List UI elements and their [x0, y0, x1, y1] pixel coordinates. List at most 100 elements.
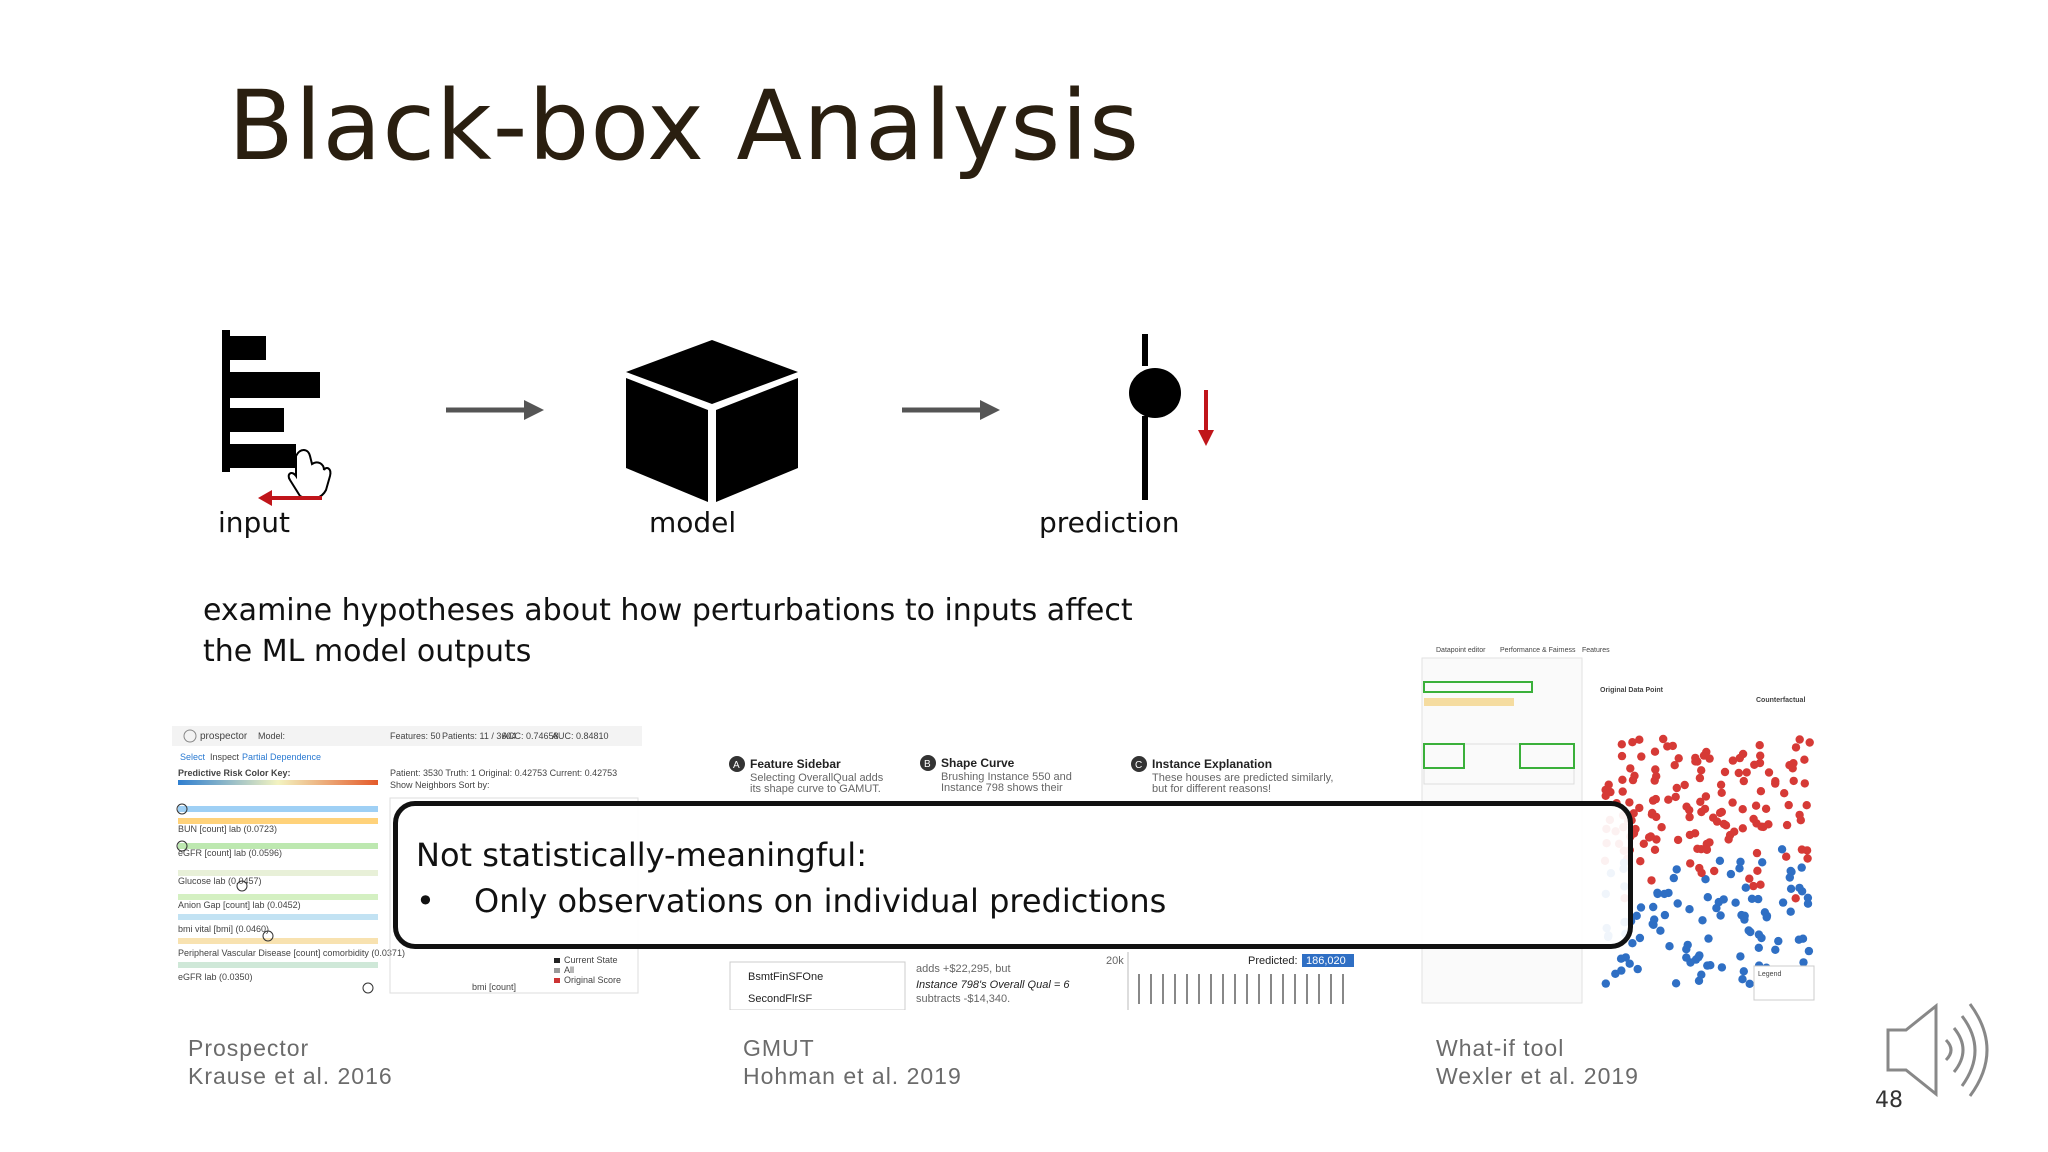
datapoint: [1697, 845, 1706, 854]
datapoint: [1749, 881, 1758, 891]
datapoint: [1618, 787, 1627, 796]
speaker-icon[interactable]: [1884, 1000, 2004, 1100]
datapoint: [1751, 801, 1761, 810]
datapoint: [1747, 894, 1757, 903]
datapoint: [1789, 776, 1798, 786]
svg-text:Instance 798's Overall Qual =: Instance 798's Overall Qual = 6: [916, 979, 1070, 991]
datapoint: [1791, 894, 1800, 903]
reference-prospector: Prospector Krause et al. 2016: [188, 1034, 393, 1090]
datapoint: [1730, 827, 1739, 836]
datapoint: [1647, 876, 1656, 885]
datapoint: [1802, 801, 1811, 810]
datapoint: [1606, 787, 1615, 797]
svg-text:eGFR [count] lab (0.0596): eGFR [count] lab (0.0596): [178, 848, 282, 858]
perturbation-arrow-left: [258, 490, 322, 506]
datapoint: [1736, 857, 1745, 866]
datapoint: [1671, 979, 1681, 988]
datapoint: [1650, 845, 1660, 854]
datapoint: [1803, 899, 1813, 908]
datapoint: [1764, 820, 1773, 829]
datapoint: [1630, 771, 1639, 780]
datapoint: [1805, 738, 1814, 747]
datapoint: [1764, 768, 1774, 777]
datapoint: [1745, 979, 1754, 988]
datapoint: [1728, 756, 1738, 765]
datapoint: [1695, 773, 1705, 783]
datapoint: [1771, 945, 1780, 954]
datapoint: [1739, 776, 1748, 786]
datapoint: [1632, 911, 1641, 920]
datapoint: [1774, 936, 1783, 946]
datapoint: [1672, 783, 1681, 793]
svg-text:Model:: Model:: [258, 731, 285, 741]
datapoint: [1653, 889, 1662, 899]
datapoint: [1715, 856, 1725, 865]
datapoint: [1719, 895, 1728, 904]
datapoint: [1761, 804, 1771, 813]
svg-text:Patient: 3530 Truth: 1 Origi: Patient: 3530 Truth: 1 Original: 0.42753…: [390, 768, 617, 778]
black-box-diagram: [222, 330, 1214, 506]
datapoint: [1804, 946, 1814, 956]
bullet-marker: •: [416, 882, 435, 920]
datapoint: [1741, 883, 1750, 892]
datapoint: [1712, 903, 1721, 913]
datapoint: [1731, 898, 1740, 907]
datapoint: [1758, 858, 1767, 867]
datapoint: [1635, 735, 1644, 744]
datapoint: [1719, 819, 1729, 829]
datapoint: [1683, 940, 1692, 950]
svg-text:bmi [count]: bmi [count]: [472, 982, 516, 992]
svg-text:Features: Features: [1582, 647, 1610, 654]
page-number: 48: [1875, 1088, 1903, 1113]
datapoint: [1664, 795, 1673, 804]
datapoint: [1601, 979, 1610, 988]
datapoint: [1626, 764, 1635, 773]
datapoint: [1800, 779, 1809, 788]
reference-citation: Krause et al. 2016: [188, 1063, 393, 1089]
datapoint: [1621, 953, 1630, 962]
datapoint: [1650, 915, 1659, 924]
datapoint: [1755, 758, 1765, 768]
datapoint: [1720, 767, 1730, 777]
datapoint: [1646, 832, 1655, 841]
svg-text:Performance & Fairness: Performance & Fairness: [1500, 647, 1576, 654]
svg-text:Glucose lab (0.0457): Glucose lab (0.0457): [178, 876, 262, 886]
input-label: input: [218, 506, 291, 539]
description-text: examine hypotheses about how perturbatio…: [203, 593, 1133, 669]
datapoint: [1771, 779, 1780, 788]
datapoint: [1668, 741, 1677, 751]
reference-gmut: GMUT Hohman et al. 2019: [743, 1034, 962, 1090]
hand-cursor-icon: [287, 449, 332, 500]
svg-text:ACC: 0.74658: ACC: 0.74658: [502, 731, 559, 741]
callout-box: Not statistically-meaningful: •Only obse…: [393, 801, 1633, 949]
reference-name: Prospector: [188, 1035, 310, 1061]
datapoint: [1726, 869, 1736, 879]
svg-text:BUN [count] lab (0.0723): BUN [count] lab (0.0723): [178, 824, 277, 834]
datapoint: [1800, 755, 1809, 764]
datapoint: [1752, 848, 1762, 858]
datapoint: [1639, 839, 1648, 848]
svg-text:but for different reasons!: but for different reasons!: [1152, 783, 1271, 795]
datapoint: [1756, 880, 1765, 889]
reference-name: GMUT: [743, 1035, 815, 1061]
datapoint: [1742, 768, 1751, 777]
svg-text:Brushing Instance 550 and: Brushing Instance 550 and: [941, 771, 1072, 783]
datapoint: [1625, 959, 1634, 968]
datapoint: [1717, 963, 1727, 972]
svg-text:C: C: [1135, 760, 1142, 771]
datapoint: [1803, 854, 1812, 863]
datapoint: [1738, 805, 1747, 814]
datapoint: [1738, 749, 1748, 759]
prospector-app-name: prospector: [200, 731, 248, 742]
perturbation-arrow-down: [1198, 390, 1214, 446]
datapoint: [1777, 845, 1787, 854]
datapoint: [1673, 835, 1683, 845]
slide-title: Black-box Analysis: [228, 70, 1140, 182]
datapoint: [1704, 934, 1713, 943]
svg-text:Instance Explanation: Instance Explanation: [1152, 757, 1272, 771]
datapoint: [1697, 868, 1706, 878]
black-box-cube-icon: [626, 340, 798, 502]
datapoint: [1628, 738, 1637, 747]
svg-text:Inspect: Inspect: [210, 752, 240, 762]
datapoint: [1784, 800, 1793, 810]
